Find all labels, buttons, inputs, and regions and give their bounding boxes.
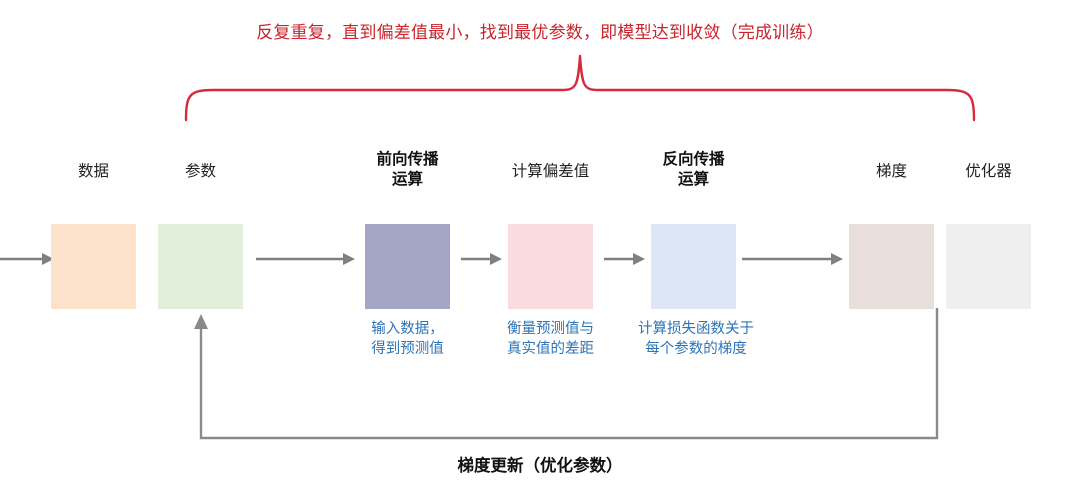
stage-sublabel-backward-line1: 计算损失函数关于 xyxy=(638,321,754,337)
stage-sublabel-backward-propagation: 计算损失函数关于 每个参数的梯度 xyxy=(616,320,776,359)
stage-label-parameters: 参数 xyxy=(184,163,216,180)
stage-label-forward-line1: 前向传播 xyxy=(376,151,439,168)
stage-sublabel-loss-line1: 衡量预测值与 xyxy=(507,321,594,337)
stage-box-optimizer[interactable] xyxy=(946,224,1031,309)
stage-sublabel-loss-line2: 真实值的差距 xyxy=(507,340,594,357)
stage-label-optimizer: 优化器 xyxy=(965,163,1012,180)
stage-label-backward-propagation: 反向传播 运算 xyxy=(621,150,766,190)
stage-box-gradient[interactable] xyxy=(849,224,934,309)
stage-label-gradient: 梯度 xyxy=(875,163,907,180)
stage-label-forward-propagation: 前向传播 运算 xyxy=(335,150,480,190)
stage-sublabel-forward-line2: 得到预测值 xyxy=(371,340,444,357)
stage-sublabel-compute-loss: 衡量预测值与 真实值的差距 xyxy=(480,320,621,359)
stage-label-backward-line1: 反向传播 xyxy=(662,151,725,168)
arrow-into-data xyxy=(0,253,54,265)
stage-label-backward-line2: 运算 xyxy=(677,170,709,188)
stage-box-parameters[interactable] xyxy=(158,224,243,309)
stage-label-data: 数据 xyxy=(77,163,109,180)
stage-label-compute-loss: 计算偏差值 xyxy=(511,163,590,180)
stage-sublabel-forward-propagation: 输入数据， 得到预测值 xyxy=(337,320,478,359)
stage-box-backward-propagation[interactable] xyxy=(651,224,736,309)
stage-box-compute-loss[interactable] xyxy=(508,224,593,309)
stage-label-forward-line2: 运算 xyxy=(391,170,423,188)
stage-box-forward-propagation[interactable] xyxy=(365,224,450,309)
curly-brace-icon xyxy=(184,54,976,122)
gradient-update-loop-arrow xyxy=(194,308,939,440)
gradient-update-label: 梯度更新（优化参数） xyxy=(457,457,623,475)
stage-sublabel-forward-line1: 输入数据， xyxy=(371,321,444,337)
convergence-annotation-text: 反复重复，直到偏差值最小，找到最优参数，即模型达到收敛（完成训练） xyxy=(256,23,824,42)
stage-box-data[interactable] xyxy=(51,224,136,309)
arrow-forward-to-loss xyxy=(461,253,502,265)
arrow-parameters-to-forward xyxy=(256,253,355,265)
stage-sublabel-backward-line2: 每个参数的梯度 xyxy=(645,340,747,357)
arrow-loss-to-backward xyxy=(604,253,645,265)
arrow-backward-to-gradient xyxy=(742,253,843,265)
